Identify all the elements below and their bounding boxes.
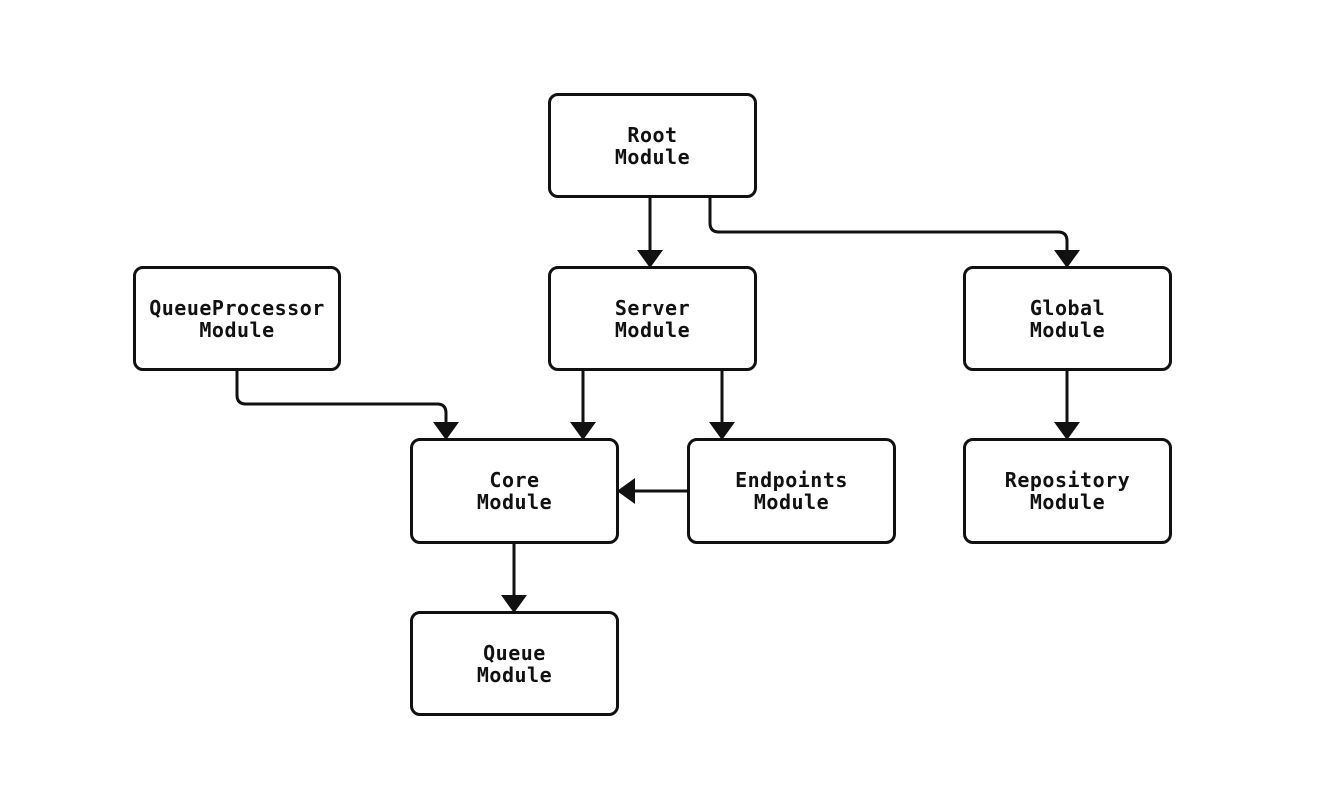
node-label: Endpoints Module: [735, 468, 848, 514]
node-label: QueueProcessor Module: [149, 295, 325, 342]
node-label: Root Module: [614, 122, 691, 169]
node-label: Queue Module: [476, 640, 553, 687]
node-server-module: Server Module: [548, 266, 757, 371]
node-label: Repository Module: [1004, 468, 1131, 514]
node-root-module: Root Module: [548, 93, 757, 198]
node-queueprocessor-module: QueueProcessor Module: [133, 266, 341, 371]
edge-queueprocessor-module-to-core-module: [235, 371, 459, 440]
node-label: Global Module: [1029, 295, 1106, 342]
node-queue-module: Queue Module: [410, 611, 619, 716]
node-label: Core Module: [476, 468, 553, 514]
node-repository-module: Repository Module: [963, 438, 1172, 544]
node-global-module: Global Module: [963, 266, 1172, 371]
edge-root-module-to-global-module: [708, 198, 1080, 268]
node-endpoints-module: Endpoints Module: [687, 438, 896, 544]
node-label: Server Module: [614, 295, 691, 342]
node-core-module: Core Module: [410, 438, 619, 544]
